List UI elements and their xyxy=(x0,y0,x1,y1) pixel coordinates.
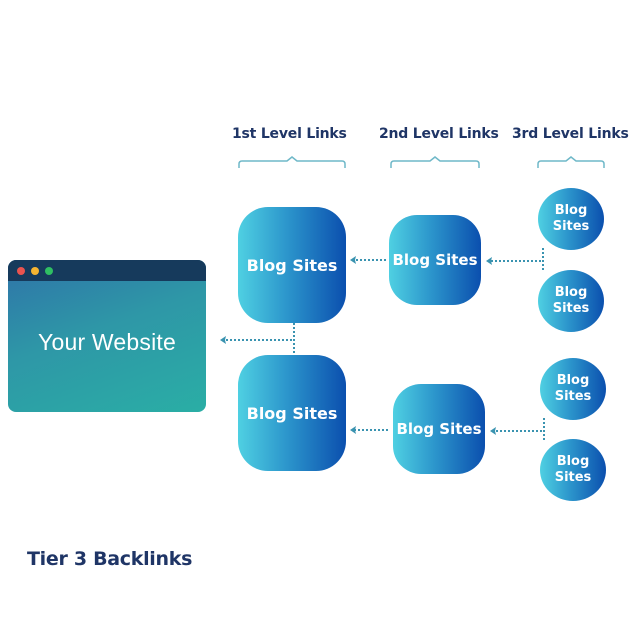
node-label: Blog Sites xyxy=(396,420,482,438)
node-label-line1: Blog xyxy=(556,454,590,469)
window-title-bar xyxy=(8,260,206,281)
arrowhead-l2-bottom xyxy=(350,426,356,434)
level-2-brace xyxy=(390,154,480,170)
arrowhead-l3-top xyxy=(486,257,492,265)
level1-node-top: Blog Sites xyxy=(238,207,346,323)
node-label-line2: Sites xyxy=(554,389,592,404)
website-title: Your Website xyxy=(38,329,176,355)
node-label: Blog Sites xyxy=(246,255,338,275)
arrowhead-to-website xyxy=(220,336,226,344)
level-1-brace xyxy=(238,154,346,170)
level1-node-bottom: Blog Sites xyxy=(238,355,346,471)
window-minimize-dot xyxy=(31,267,39,275)
window-maximize-dot xyxy=(45,267,53,275)
level-2-heading: 2nd Level Links xyxy=(379,126,499,142)
level-3-heading: 3rd Level Links xyxy=(512,126,629,142)
node-label-line1: Blog xyxy=(556,373,590,388)
node-label: Blog Sites xyxy=(246,403,338,423)
level-1-heading: 1st Level Links xyxy=(232,126,347,142)
node-label-line2: Sites xyxy=(552,219,590,234)
arrowhead-l2-top xyxy=(350,256,356,264)
window-close-dot xyxy=(17,267,25,275)
node-label-line1: Blog xyxy=(554,285,588,300)
level2-node-bottom: Blog Sites xyxy=(393,384,485,474)
node-label: Blog Sites xyxy=(392,251,478,269)
node-label-line2: Sites xyxy=(554,470,592,485)
level2-node-top: Blog Sites xyxy=(389,215,481,305)
your-website-window: Your Website xyxy=(8,260,206,412)
node-label-line1: Blog xyxy=(554,203,588,218)
level-3-brace xyxy=(537,154,605,170)
diagram-title: Tier 3 Backlinks xyxy=(27,548,193,570)
node-label-line2: Sites xyxy=(552,301,590,316)
arrowhead-l3-bottom xyxy=(490,427,496,435)
